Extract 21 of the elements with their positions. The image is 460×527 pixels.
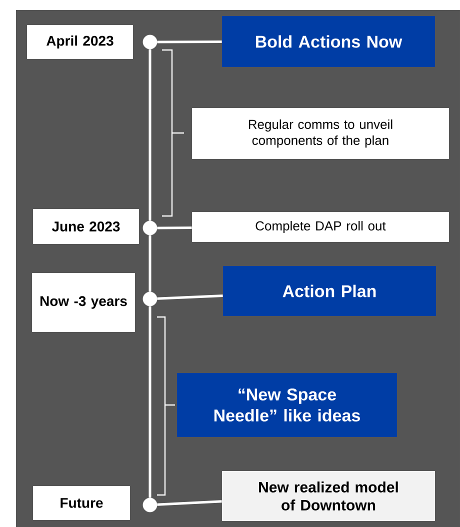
connector-line — [148, 235, 152, 292]
milestone-box: Bold Actions Now — [222, 16, 435, 67]
connector-line — [157, 226, 192, 230]
milestone-box: Action Plan — [223, 266, 436, 316]
date-box: Now -3 years — [32, 273, 135, 332]
timeline-dot — [142, 220, 158, 236]
connector-line — [157, 40, 222, 44]
date-box: April 2023 — [27, 25, 133, 59]
date-box: Future — [33, 486, 130, 520]
connector-line — [148, 306, 152, 498]
timeline-dot — [142, 292, 158, 306]
connector-line — [157, 294, 223, 300]
date-box: June 2023 — [33, 209, 139, 244]
timeline-dot — [142, 34, 158, 50]
connector-line — [157, 500, 222, 506]
connector-line — [148, 49, 152, 221]
note-box: Complete DAP roll out — [192, 212, 449, 242]
milestone-box: New realized model of Downtown — [222, 471, 435, 521]
timeline-dot — [142, 498, 158, 512]
note-box: Regular comms to unveil components of the plan — [192, 108, 449, 159]
milestone-box: “New Space Needle” like ideas — [177, 373, 397, 437]
